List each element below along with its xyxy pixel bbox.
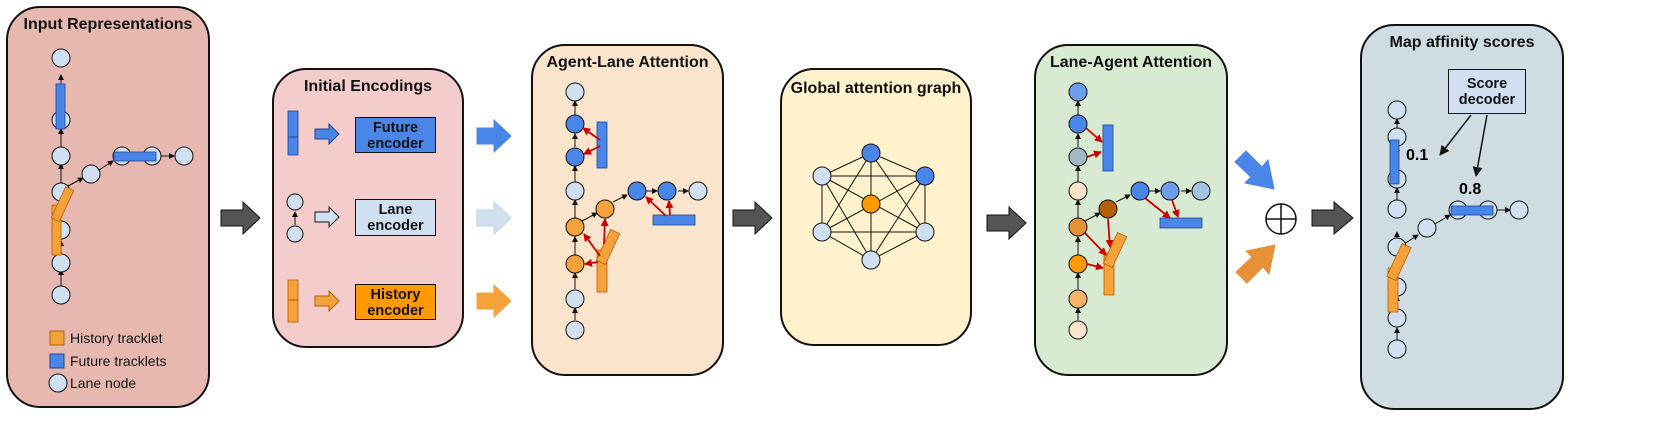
panel-title: Initial Encodings: [303, 78, 432, 95]
panel-title: Lane-Agent Attention: [1049, 54, 1213, 71]
future-encoder-box: Future encoder: [355, 117, 436, 153]
history-combine-arrow: [1235, 244, 1276, 284]
future-encoder-label-2: encoder: [367, 136, 424, 152]
lane-encoder-box: Lane encoder: [355, 199, 436, 236]
lane-encoder-label-2: encoder: [367, 218, 424, 234]
future-output-arrow: [476, 118, 512, 154]
score-value-right: 0.8: [1459, 181, 1482, 198]
combine-icon: [1265, 203, 1297, 235]
panel-title: Map affinity scores: [1389, 34, 1535, 51]
history-encoder-box: History encoder: [355, 284, 436, 320]
legend-history-label: History tracklet: [70, 330, 163, 346]
global-attention-graph-panel: Global attention graph: [780, 68, 972, 346]
lane-encoder-label-1: Lane: [378, 202, 413, 218]
history-encoder-label-1: History: [370, 287, 421, 303]
history-encoder-label-2: encoder: [367, 303, 424, 319]
score-value-left: 0.1: [1406, 147, 1429, 164]
legend-lane-label: Lane node: [70, 375, 137, 391]
panel-title: Agent-Lane Attention: [546, 54, 709, 71]
lane-agent-attention-panel: Lane-Agent Attention: [1034, 44, 1228, 376]
panel-title: Input Representations: [23, 16, 193, 33]
score-decoder-label-2: decoder: [1458, 92, 1516, 108]
score-decoder-box: Score decoder: [1448, 69, 1526, 114]
flow-arrow-1: [220, 200, 261, 236]
input-representations-panel: Input Representations: [6, 6, 210, 408]
flow-arrow-3: [986, 205, 1027, 241]
lane-output-arrow: [476, 200, 512, 236]
future-combine-arrow: [1234, 150, 1275, 190]
score-decoder-label-1: Score: [1466, 76, 1508, 92]
history-output-arrow: [476, 283, 512, 319]
legend-future-label: Future tracklets: [70, 353, 167, 369]
flow-arrow-4: [1311, 200, 1354, 236]
future-encoder-label-1: Future: [372, 120, 419, 136]
agent-lane-attention-panel: Agent-Lane Attention: [531, 44, 724, 376]
panel-title: Global attention graph: [790, 80, 962, 97]
flow-arrow-2: [732, 200, 773, 236]
